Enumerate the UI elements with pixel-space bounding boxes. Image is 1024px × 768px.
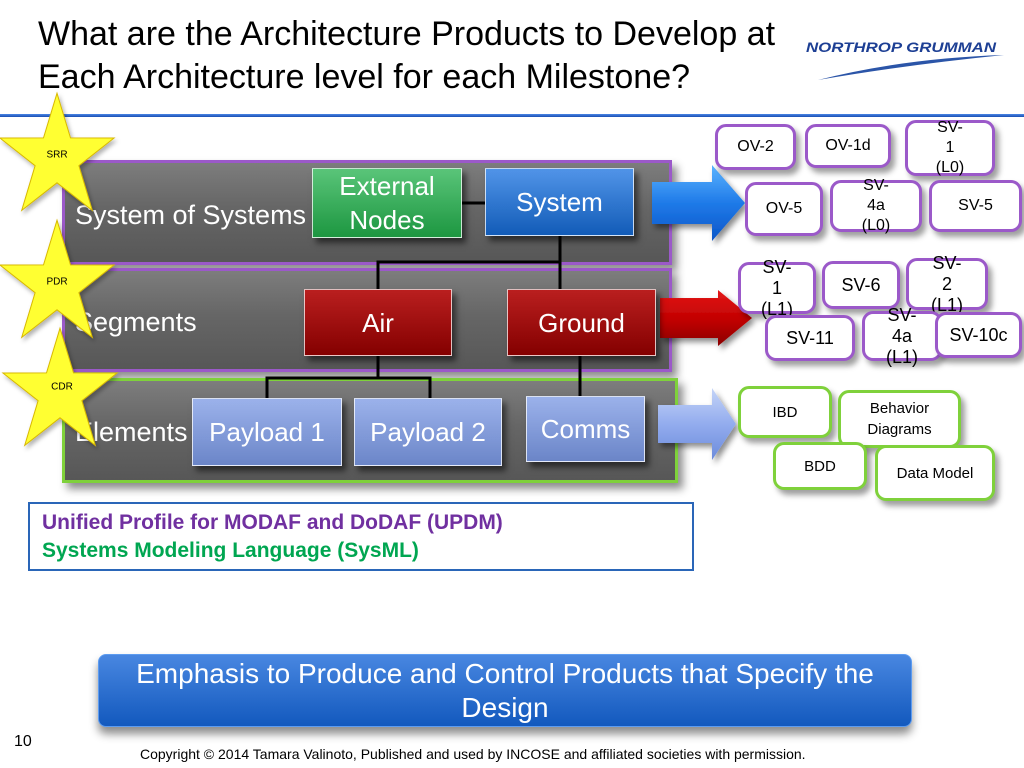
- slide-title: What are the Architecture Products to De…: [38, 13, 775, 99]
- node-payload-2: Payload 2: [354, 398, 502, 466]
- node-label: Comms: [540, 414, 631, 444]
- product-sv-6: SV-6: [822, 261, 900, 309]
- copyright-notice: Copyright © 2014 Tamara Valinoto, Publis…: [140, 746, 806, 762]
- product-sv-11: SV-11: [765, 315, 855, 361]
- product-behavior-diagrams: Behavior Diagrams: [838, 390, 961, 448]
- product-label: SV-11: [786, 327, 834, 348]
- product-sv-4a-l1: SV-4a (L1): [862, 305, 942, 367]
- page-number: 10: [14, 733, 32, 750]
- product-ov-5: OV-5: [745, 182, 823, 236]
- product-label: SV-10c: [949, 324, 1008, 345]
- product-sv-1-l0: SV-1 (L0): [905, 119, 995, 176]
- product-label: SV-1 (L1): [760, 256, 793, 319]
- product-bdd: BDD: [773, 442, 867, 490]
- modeling-languages-box: Unified Profile for MODAF and DoDAF (UPD…: [28, 502, 694, 571]
- level-label-elements: Elements: [75, 417, 188, 447]
- product-ibd: IBD: [738, 386, 832, 438]
- node-ground: Ground: [507, 289, 656, 356]
- product-label: Data Model: [896, 464, 974, 482]
- node-label: Ground: [538, 307, 625, 338]
- level-label-segments: Segments: [75, 307, 197, 337]
- product-label: OV-5: [765, 200, 803, 217]
- title-divider: [0, 114, 1024, 117]
- product-label: OV-2: [737, 138, 774, 155]
- product-sv-1-l1: SV-1 (L1): [738, 257, 816, 319]
- node-external-nodes: External Nodes: [312, 168, 462, 238]
- product-sv-10c: SV-10c: [935, 312, 1022, 358]
- product-label: SV-6: [841, 274, 881, 295]
- product-label: BDD: [804, 457, 836, 475]
- title-line-2: Each Architecture level for each Milesto…: [38, 58, 691, 96]
- product-label: SV-4a (L1): [886, 304, 919, 367]
- northrop-grumman-logo: NORTHROP GRUMMAN: [806, 39, 1004, 80]
- product-label: Behavior Diagrams: [867, 400, 932, 438]
- node-comms: Comms: [526, 396, 645, 462]
- product-sv-5: SV-5: [929, 180, 1022, 232]
- banner-text: Emphasis to Produce and Control Products…: [136, 657, 874, 723]
- node-label: System: [516, 187, 603, 217]
- level-label-system-of-systems: System of Systems: [75, 200, 307, 230]
- title-line-1: What are the Architecture Products to De…: [38, 15, 776, 53]
- product-sv-2-l1: SV-2 (L1): [906, 253, 988, 315]
- language-sysml: Systems Modeling Language (SysML): [42, 539, 419, 562]
- product-label: SV-2 (L1): [930, 252, 963, 315]
- node-label: Air: [362, 307, 394, 338]
- language-updm: Unified Profile for MODAF and DoDAF (UPD…: [42, 511, 503, 534]
- product-ov-1d: OV-1d: [805, 124, 891, 168]
- node-label: External Nodes: [339, 171, 435, 235]
- node-air: Air: [304, 289, 452, 356]
- product-sv-4a-l0: SV-4a (L0): [830, 177, 922, 234]
- product-label: SV-5: [958, 197, 993, 214]
- node-label: Payload 1: [209, 417, 325, 447]
- logo-swoosh: [818, 55, 1004, 80]
- product-data-model: Data Model: [875, 445, 995, 501]
- product-ov-2: OV-2: [715, 124, 796, 170]
- logo-wordmark: NORTHROP GRUMMAN: [806, 39, 997, 55]
- milestone-label: SRR: [46, 150, 67, 161]
- product-label: SV-1 (L0): [935, 119, 965, 176]
- product-label: SV-4a (L0): [861, 177, 891, 234]
- product-label: IBD: [772, 403, 798, 421]
- node-system: System: [485, 168, 634, 236]
- node-payload-1: Payload 1: [192, 398, 342, 466]
- node-label: Payload 2: [370, 417, 486, 447]
- emphasis-banner: Emphasis to Produce and Control Products…: [98, 654, 912, 727]
- product-label: OV-1d: [825, 137, 871, 154]
